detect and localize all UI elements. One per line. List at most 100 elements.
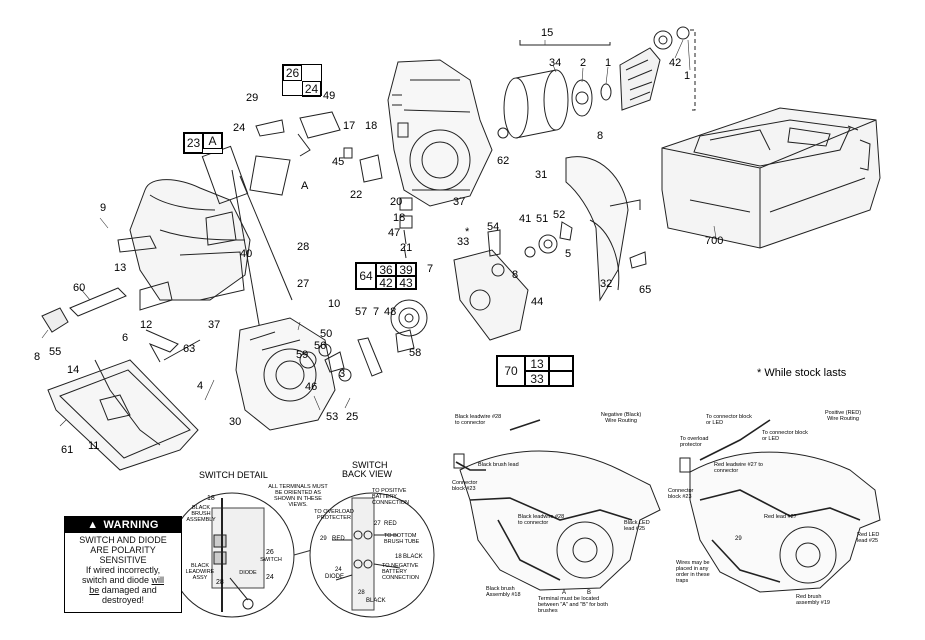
back-view-to-negative: TO NEGATIVE BATTERY CONNECTION — [382, 563, 419, 581]
part-number-45: 45 — [332, 156, 345, 168]
back-view-black-1: BLACK — [403, 554, 423, 560]
kit-box-23-left: 23 — [184, 133, 203, 153]
part-number-63: 63 — [183, 343, 196, 355]
pos-to-connector-1: To connector block or LED — [706, 414, 752, 426]
kit-box-64-c3: 42 — [376, 276, 396, 290]
back-view-to-overload: TO OVERLOAD PROTECTER — [314, 509, 354, 521]
part-number-49: 49 — [323, 90, 336, 102]
switch-detail-switch: SWITCH — [260, 557, 282, 563]
kit-box-64: 64 36 39 42 43 — [355, 262, 417, 290]
pos-to-overload: To overload protector — [680, 436, 709, 448]
switch-back-view-drawing — [309, 492, 435, 618]
stock-note: * While stock lasts — [757, 368, 846, 379]
part-number-22: 22 — [350, 189, 363, 201]
part-number-3: 3 — [339, 368, 346, 380]
back-view-title-1: SWITCH — [352, 460, 388, 470]
part-number-14: 14 — [67, 364, 80, 376]
kit-box-26: 26 24 — [282, 64, 322, 97]
warning-heading-text: WARNING — [103, 519, 159, 531]
neg-b: B — [587, 590, 592, 596]
neg-black-leadwire-2: Black leadwire #28 to connector — [518, 514, 565, 526]
part-number-53: 53 — [326, 411, 339, 423]
part-number-28: 28 — [297, 241, 310, 253]
neg-black-brush-assembly: Black brush Assembly #18 — [486, 586, 521, 598]
warning-line-5: switch and diode will — [65, 575, 181, 585]
part-number-7a: 7 — [427, 263, 434, 275]
part-number-48: 48 — [384, 306, 397, 318]
kit-box-64-main: 64 — [356, 263, 376, 289]
leader-lines — [41, 39, 717, 427]
neg-black-leadwire: Black leadwire #28 to connector — [455, 414, 502, 426]
switch-detail-drawing — [169, 492, 331, 618]
part-number-18b: 18 — [393, 212, 406, 224]
warning-line-3: SENSITIVE — [99, 555, 147, 565]
switch-detail-18: 18 — [207, 495, 215, 502]
kit-box-23-right: A — [203, 133, 222, 149]
rod-and-handle-drawing — [41, 287, 201, 363]
kit-box-70-main: 70 — [497, 356, 525, 386]
part-number-41: 41 — [519, 213, 532, 225]
back-view-diode: DIODE — [325, 574, 345, 580]
back-view-to-bottom: TO BOTTOM BRUSH TUBE — [384, 533, 420, 545]
kit-box-64-c1: 36 — [376, 263, 396, 277]
back-view-29: 29 — [320, 536, 327, 542]
back-view-black-2: BLACK — [366, 598, 386, 604]
part-number-61: 61 — [61, 444, 74, 456]
part-number-12: 12 — [140, 319, 153, 331]
neg-terminal-note: Terminal must be located between "A" and… — [538, 596, 608, 614]
part-number-65: 65 — [639, 284, 652, 296]
neg-routing-title: Negative (Black) Wire Routing — [600, 412, 642, 424]
back-view-to-positive: TO POSITIVE BATTERY CONNECTION — [372, 488, 409, 506]
part-number-5: 5 — [565, 248, 572, 260]
part-number-57: 57 — [355, 306, 368, 318]
neg-connector-block: Connector block #23 — [452, 480, 478, 492]
back-view-red-2: RED — [384, 521, 397, 527]
part-number-29: 29 — [246, 92, 259, 104]
pos-routing-title: Positive (RED) Wire Routing — [824, 410, 862, 422]
part-number-2: 2 — [580, 57, 587, 69]
part-number-30: 30 — [229, 416, 242, 428]
gearbox-drawing — [318, 221, 573, 382]
part-number-31: 31 — [535, 169, 548, 181]
kit-box-26-bottom: 24 — [302, 81, 321, 97]
part-number-15: 15 — [541, 27, 554, 39]
star-mark: * — [465, 226, 470, 238]
part-number-4: 4 — [197, 380, 204, 392]
blade-guard-drawing — [235, 317, 336, 431]
letter-a: A — [301, 180, 309, 192]
stock-note-text: While stock lasts — [764, 367, 847, 379]
back-view-title-2: BACK VIEW — [342, 469, 393, 479]
switch-detail-26: 26 — [266, 549, 274, 556]
pos-red-brush: Red brush assembly #19 — [796, 594, 830, 606]
part-number-47: 47 — [388, 227, 401, 239]
part-number-44: 44 — [531, 296, 544, 308]
pos-to-connector-2: To connector block or LED — [762, 430, 808, 442]
part-number-8c: 8 — [34, 351, 41, 363]
positive-routing-drawing — [679, 419, 881, 593]
motor-can-drawing — [497, 26, 696, 139]
part-number-40: 40 — [240, 248, 253, 260]
part-number-54: 54 — [487, 221, 500, 233]
base-plate-drawing — [47, 359, 199, 471]
part-number-27: 27 — [297, 278, 310, 290]
warning-box: ▲ WARNING SWITCH AND DIODE ARE POLARITY … — [64, 516, 182, 613]
pos-red-led-lead: Red LED lead #25 — [857, 532, 880, 544]
part-number-18a: 18 — [365, 120, 378, 132]
back-view-28: 28 — [358, 590, 365, 596]
pos-connector-block: Connector block #23 — [668, 488, 694, 500]
warning-line-1: SWITCH AND DIODE — [79, 535, 167, 545]
part-number-37a: 37 — [453, 196, 466, 208]
kit-box-64-c2: 39 — [396, 263, 416, 277]
kit-box-70-c2: 33 — [525, 371, 549, 386]
warning-line-6b: damaged and — [99, 585, 157, 595]
part-number-10: 10 — [328, 298, 341, 310]
neg-a: A — [562, 590, 567, 596]
part-number-7b: 7 — [373, 306, 380, 318]
back-view-27: 27 — [374, 521, 381, 527]
part-number-34: 34 — [549, 57, 562, 69]
back-view-24: 24 — [335, 567, 342, 573]
part-number-56: 56 — [314, 340, 327, 352]
warning-line-4: If wired incorrectly, — [85, 565, 161, 575]
star-mark-note: * — [757, 367, 762, 379]
